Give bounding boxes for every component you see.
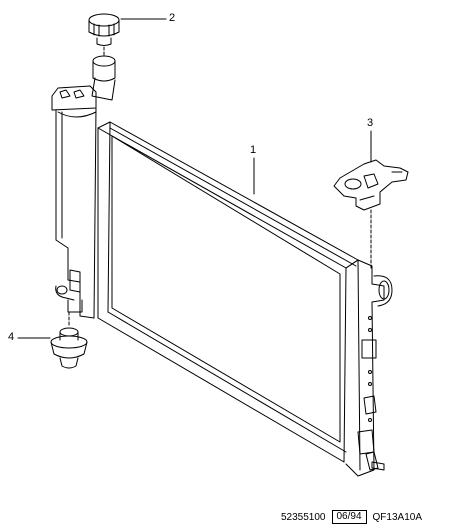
callout-2: 2: [169, 12, 176, 24]
callout-4: 4: [8, 331, 15, 343]
callout-1: 1: [250, 144, 257, 156]
diagram-footer: 52355100 06/94 QF13A10A: [281, 510, 422, 524]
part-number: 52355100: [281, 511, 326, 523]
callout-3: 3: [367, 117, 374, 129]
radiator-core: [97, 121, 359, 463]
mounting-bracket: [333, 159, 409, 211]
rubber-grommet: [50, 327, 88, 369]
figure-code: QF13A10A: [372, 511, 423, 523]
filler-cap: [88, 13, 120, 46]
expansion-tank: [51, 55, 116, 319]
right-header-tank: [345, 259, 393, 477]
date-code: 06/94: [331, 510, 367, 524]
